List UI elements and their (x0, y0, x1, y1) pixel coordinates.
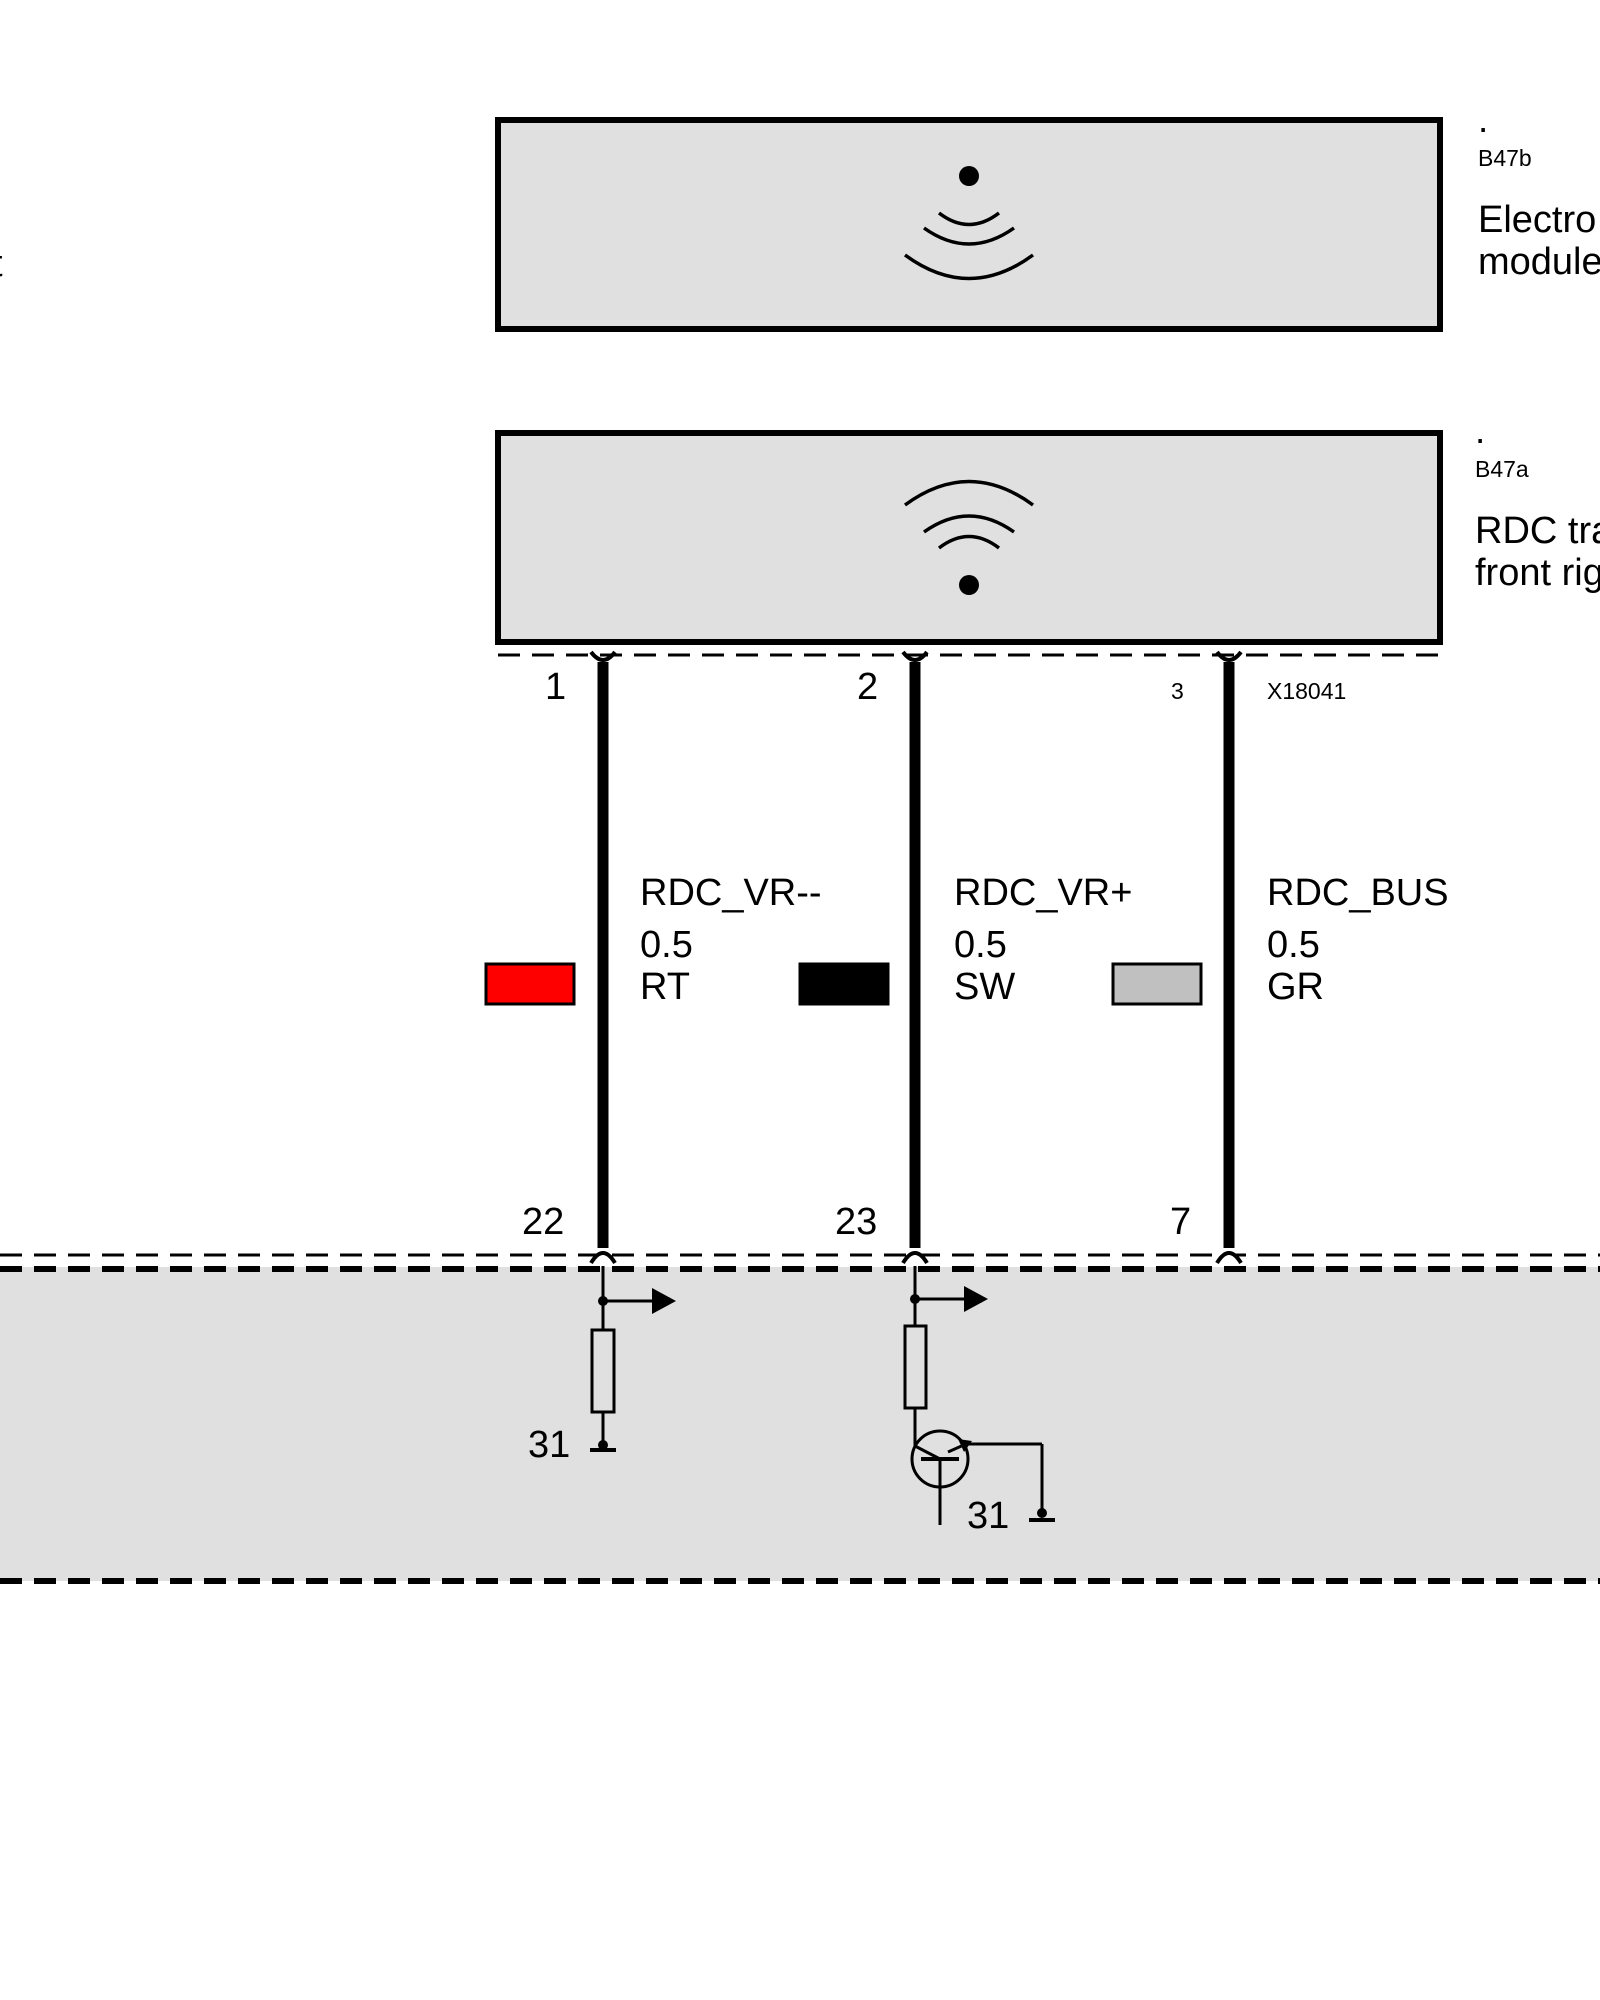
wire-2-gauge: 0.5 (954, 924, 1007, 966)
pin-label-3: 3 (1171, 678, 1184, 704)
pin-socket-2 (901, 650, 929, 662)
pulldown-resistor-circuit (590, 1266, 676, 1452)
wire-1-gauge: 0.5 (640, 924, 693, 966)
wire-2-signal: RDC_VR+ (954, 872, 1132, 914)
wire-1-color-swatch (484, 962, 576, 1006)
pin-socket-3 (1215, 650, 1243, 662)
transistor-circuit (903, 1266, 1055, 1525)
pin-label-7: 7 (1170, 1201, 1191, 1243)
control-unit-box (0, 1267, 1600, 1581)
wire-2-color-swatch (798, 962, 890, 1006)
ground-terminal-icon (598, 1440, 608, 1450)
module-b47a (495, 430, 1443, 645)
antenna-transmit-icon (903, 479, 1035, 595)
module-b47b-dot: . (1478, 99, 1488, 140)
wire-3-signal: RDC_BUS (1267, 872, 1449, 914)
module-b47a-name-line1: RDC tra (1475, 510, 1600, 552)
pin-label-23: 23 (835, 1201, 877, 1243)
connector-x18041 (498, 650, 1440, 662)
module-b47b-name-line2: module (1478, 241, 1600, 283)
wire-1-signal: RDC_VR-- (640, 872, 822, 914)
module-b47a-id: B47a (1475, 456, 1529, 482)
transistor-icon (910, 1429, 972, 1525)
connector-id: X18041 (1267, 678, 1346, 704)
pin-socket-22 (589, 1251, 617, 1265)
control-unit (0, 1253, 1600, 1584)
pin-socket-23 (901, 1251, 929, 1265)
ground-label-2: 31 (967, 1495, 1009, 1537)
module-b47b (495, 117, 1443, 332)
pin-socket-1 (589, 650, 617, 662)
module-b47a-name-line2: front rig (1475, 552, 1600, 594)
wire-2-color-code: SW (954, 966, 1015, 1008)
pin-label-1: 1 (545, 666, 566, 708)
wire-1-color-code: RT (640, 966, 690, 1008)
module-b47a-box (495, 430, 1443, 645)
left-edge-text: t (0, 243, 3, 285)
wire-3-gauge: 0.5 (1267, 924, 1320, 966)
antenna-receive-icon (903, 166, 1035, 281)
signal-arrow-icon (964, 1286, 988, 1312)
ground-terminal-icon (1037, 1508, 1047, 1518)
module-b47b-id: B47b (1478, 145, 1532, 171)
signal-arrow-icon (652, 1288, 676, 1314)
wire-3-color-code: GR (1267, 966, 1324, 1008)
module-b47b-name-line1: Electro (1478, 199, 1596, 241)
pin-socket-7 (1215, 1251, 1243, 1265)
ground-label-1: 31 (528, 1424, 570, 1466)
module-b47a-dot: . (1475, 410, 1485, 451)
pin-label-22: 22 (522, 1201, 564, 1243)
pin-label-2: 2 (857, 666, 878, 708)
wire-3-color-swatch (1111, 962, 1203, 1006)
